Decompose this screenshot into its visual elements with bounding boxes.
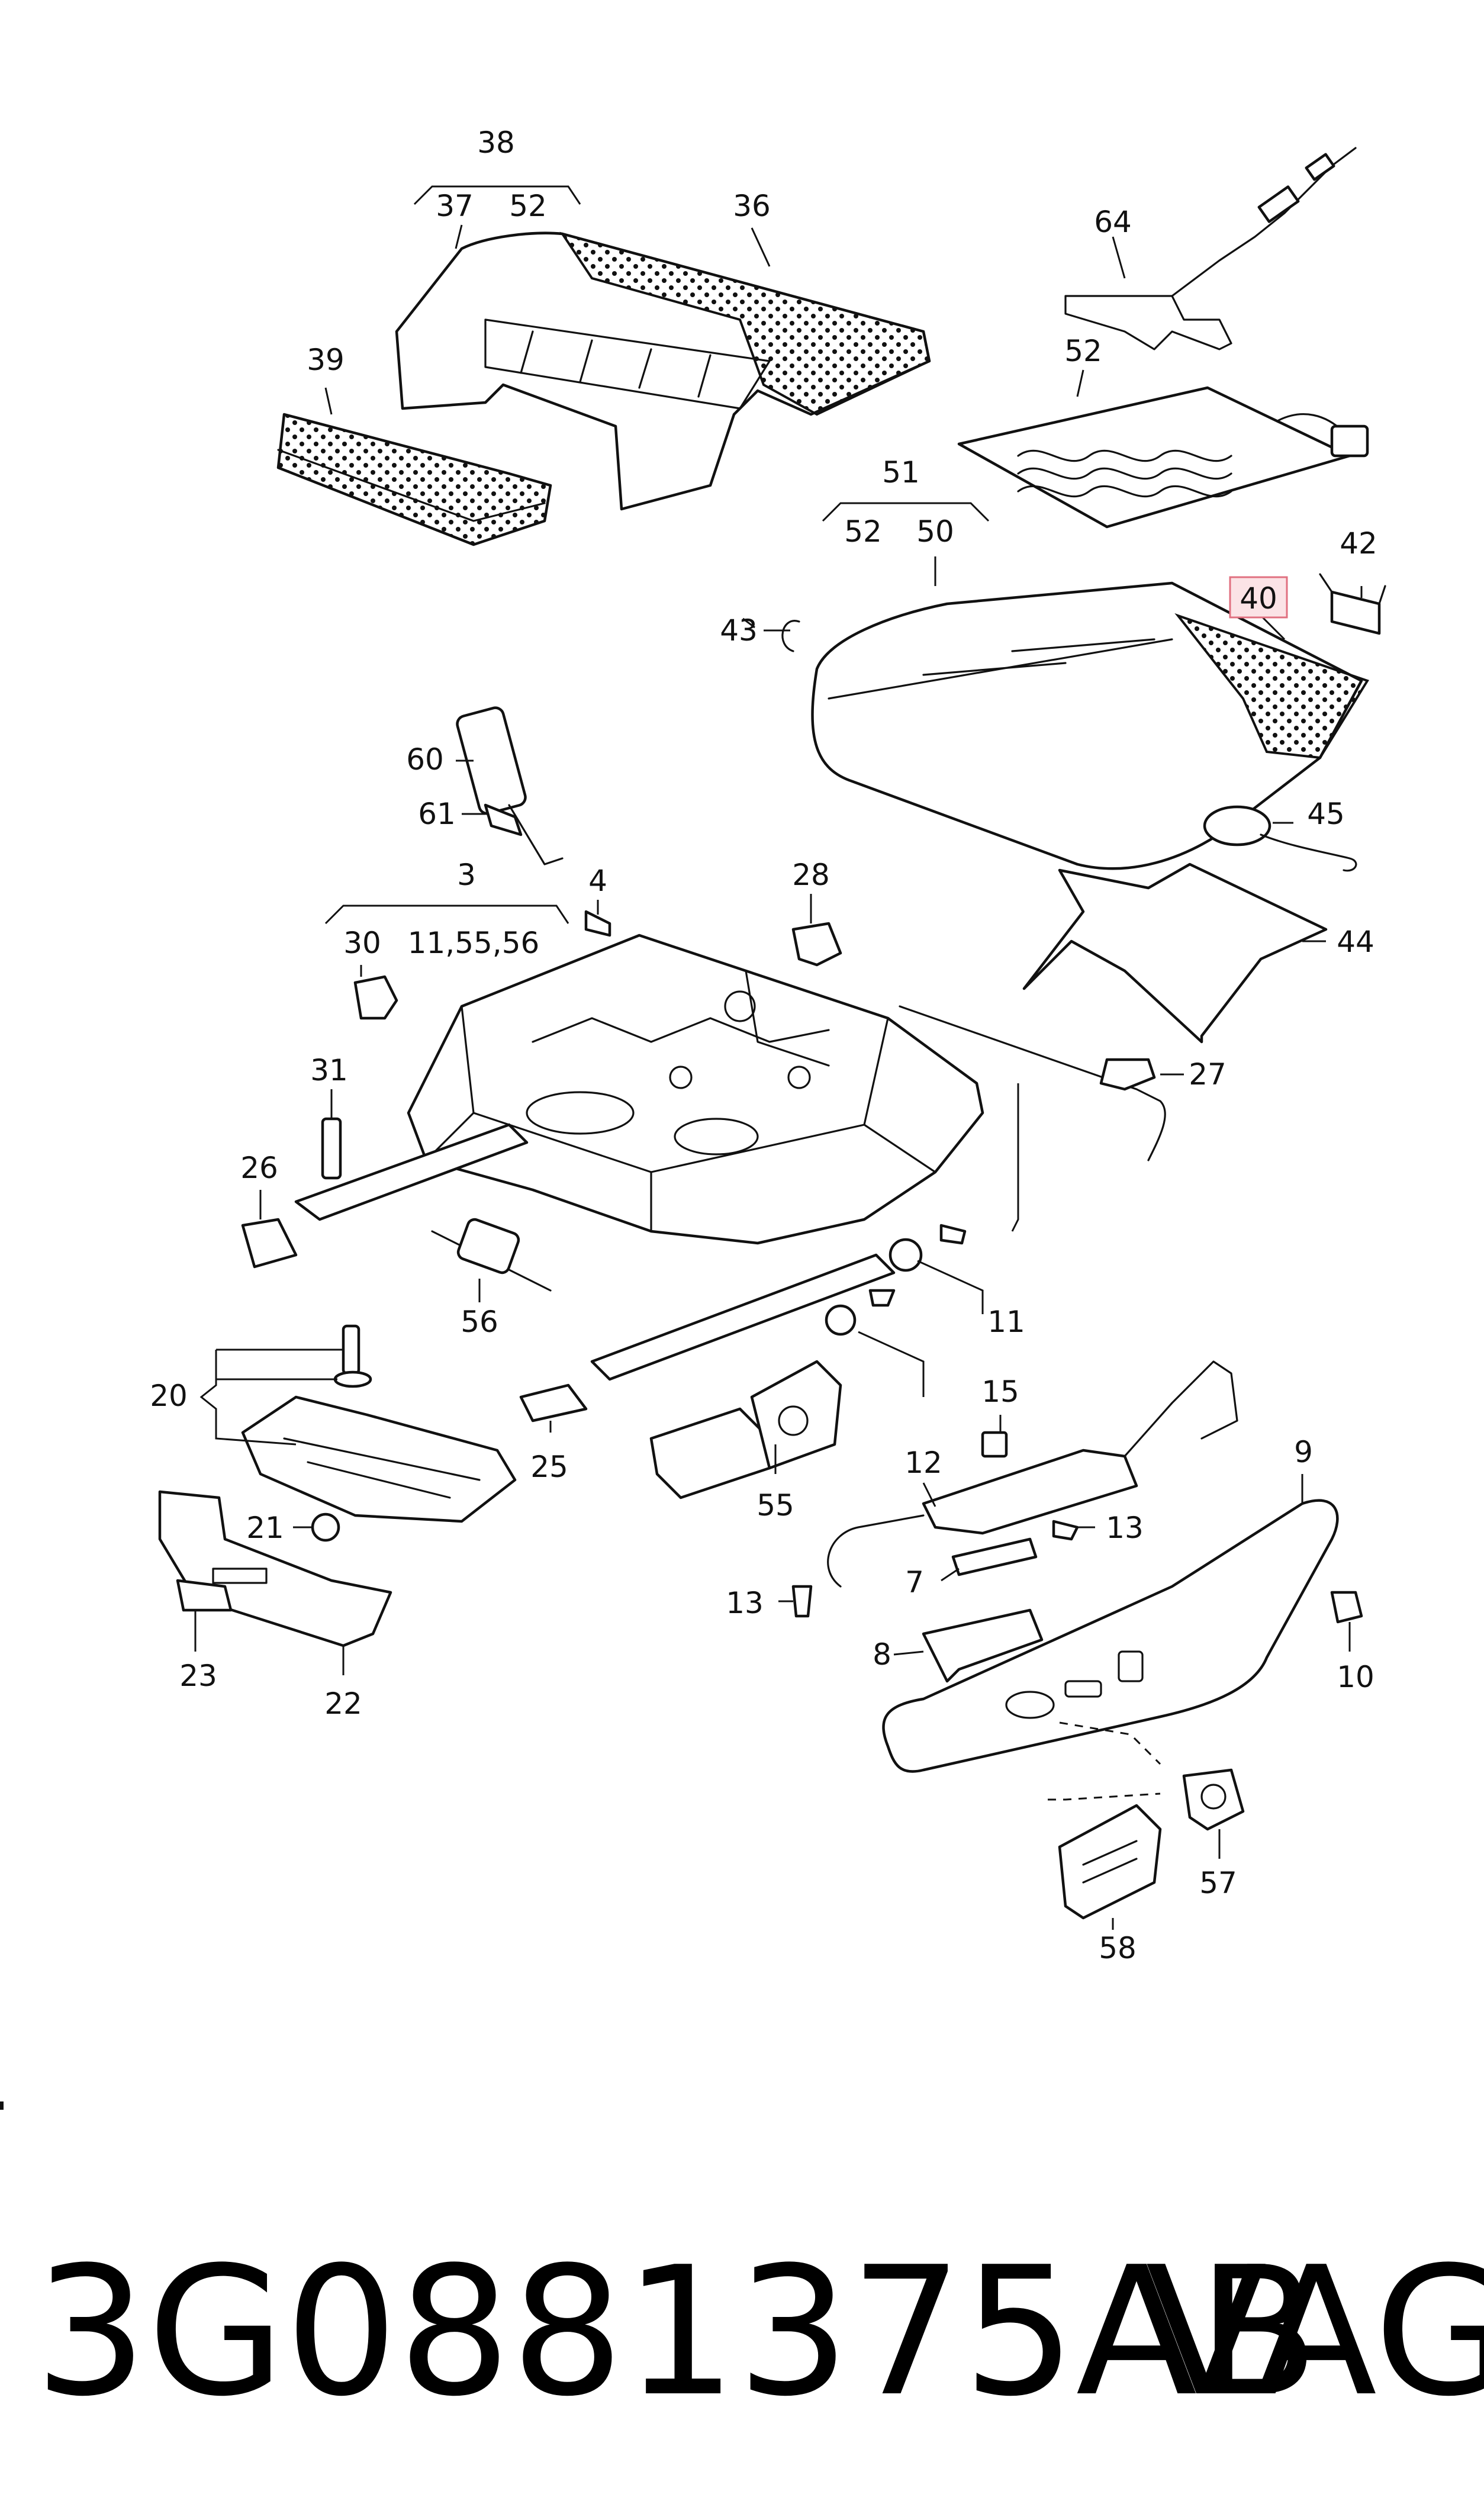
callout-11-55-56: 11,55,56	[408, 926, 540, 960]
heating-mat	[957, 386, 1369, 529]
callout-10: 10	[1337, 1660, 1374, 1694]
callout-57: 57	[1199, 1866, 1237, 1900]
callout-52: 52	[509, 189, 547, 223]
switch-57	[1182, 1768, 1245, 1831]
callout-44: 44	[1337, 925, 1374, 959]
callout-11: 11	[987, 1305, 1025, 1339]
assembly-line-b	[1048, 1792, 1161, 1801]
cable-bracket	[827, 1360, 1238, 1588]
edge-mark	[0, 2101, 4, 2110]
callout-4: 4	[588, 864, 607, 898]
bracket-28	[791, 922, 842, 967]
clip-43	[781, 620, 800, 652]
seat-cushion-front	[276, 413, 552, 546]
callout-21: 21	[246, 1511, 284, 1545]
callout-60: 60	[406, 742, 444, 777]
callout-45: 45	[1307, 797, 1345, 831]
callout-9: 9	[1294, 1435, 1313, 1469]
switch-7	[951, 1537, 1038, 1576]
callout-40: 40	[1240, 581, 1277, 616]
callout-20: 20	[150, 1379, 188, 1413]
callout-39: 39	[307, 343, 345, 377]
clip-10	[1330, 1591, 1363, 1624]
callout-7: 7	[905, 1565, 924, 1599]
seat-rails	[294, 1123, 896, 1381]
clip-25	[519, 1383, 588, 1422]
callout-37: 37	[436, 189, 474, 223]
assembly-line-a	[1059, 1721, 1161, 1765]
brand: VAG	[1145, 2229, 1484, 2435]
fasteners-11	[825, 1224, 967, 1336]
seat-frame	[407, 934, 984, 1245]
callout-27: 27	[1189, 1057, 1227, 1092]
callout-8: 8	[873, 1637, 891, 1672]
callout-38: 38	[477, 125, 515, 160]
callout-43: 43	[720, 613, 758, 648]
trim-cover	[158, 1490, 392, 1647]
callout-12: 12	[904, 1446, 942, 1480]
seat-motor	[649, 1360, 842, 1499]
callout-13-b: 13	[726, 1586, 764, 1620]
callout-30: 30	[343, 926, 381, 960]
callout-51: 51	[882, 455, 920, 490]
callout-3: 3	[457, 858, 476, 892]
nut-15	[981, 1431, 1008, 1458]
callout-61: 61	[418, 797, 456, 831]
callout-28: 28	[792, 858, 830, 892]
bolt-31	[321, 1117, 342, 1180]
callout-25: 25	[530, 1450, 568, 1484]
callout-55: 55	[757, 1488, 794, 1523]
seat-belt-buckle	[456, 706, 564, 865]
footer: 3G0881375AB VAG	[0, 2244, 1484, 2421]
clip-27	[1099, 1058, 1156, 1091]
screw-13b	[791, 1585, 813, 1618]
heater-harness	[1064, 147, 1357, 350]
callout-64: 64	[1094, 205, 1132, 239]
bracket-26	[241, 1218, 298, 1269]
callout-56: 56	[461, 1305, 498, 1339]
callout-26: 26	[240, 1151, 278, 1185]
callout-31: 31	[310, 1053, 348, 1087]
callout-13: 13	[1106, 1511, 1144, 1545]
switch-8	[922, 1608, 1044, 1683]
occupancy-sensor	[1203, 805, 1357, 872]
bolt-61	[484, 803, 523, 836]
leader-lines	[194, 185, 1363, 1930]
callout-23: 23	[179, 1659, 217, 1693]
callout-50: 50	[916, 514, 954, 549]
callout-52-mat: 52	[1064, 334, 1102, 368]
connector-42	[1319, 573, 1386, 635]
callout-15: 15	[981, 1375, 1019, 1409]
bolt-4	[584, 910, 611, 937]
callout-52-b: 52	[844, 514, 882, 549]
switch-58	[1058, 1804, 1162, 1920]
wire-rod	[899, 1005, 1166, 1161]
callout-36: 36	[733, 189, 771, 223]
callout-42: 42	[1340, 526, 1377, 561]
cable-56	[431, 1218, 552, 1292]
seat-cushion	[811, 581, 1370, 870]
screw-13a	[1052, 1520, 1079, 1541]
mounting-plate	[241, 1324, 517, 1542]
side-trim	[882, 1499, 1339, 1773]
seat-cushion-upper	[395, 231, 931, 511]
cap-30	[353, 975, 398, 1020]
callout-58: 58	[1099, 1931, 1137, 1965]
clip-23	[176, 1579, 233, 1612]
part-number: 3G0881375AB	[34, 2229, 1319, 2435]
highlight-box-40	[1229, 576, 1288, 619]
callout-labels: 38 37 52 36 39 64 52 51 52 50 42 40 43 6…	[150, 125, 1377, 1965]
callout-22: 22	[324, 1687, 362, 1721]
seat-pad	[1022, 862, 1328, 1044]
